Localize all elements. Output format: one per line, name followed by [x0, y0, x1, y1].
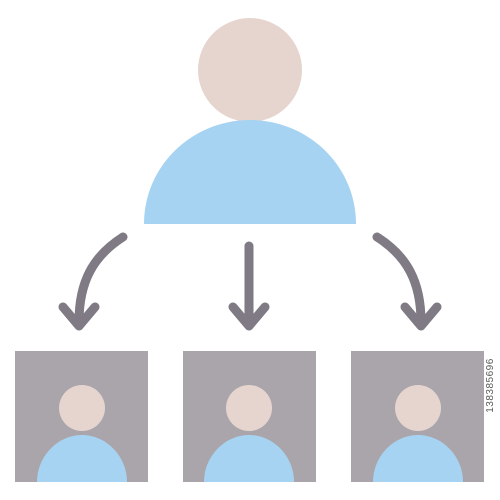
member-head: [59, 385, 105, 431]
member-card-right: [351, 351, 484, 482]
member-body: [373, 435, 463, 482]
member-body: [204, 435, 294, 482]
center-down-arrow-icon: [228, 241, 270, 331]
member-card-left: [15, 351, 148, 482]
down-arrows: [58, 232, 442, 331]
leader-head: [198, 18, 302, 122]
member-body: [37, 435, 127, 482]
right-curved-arrow-icon: [372, 232, 442, 331]
leader-person-icon: [144, 18, 356, 224]
member-head: [226, 385, 272, 431]
member-head: [395, 385, 441, 431]
left-curved-arrow-icon: [58, 232, 128, 331]
leader-body: [144, 120, 356, 224]
member-card-center: [183, 351, 316, 482]
